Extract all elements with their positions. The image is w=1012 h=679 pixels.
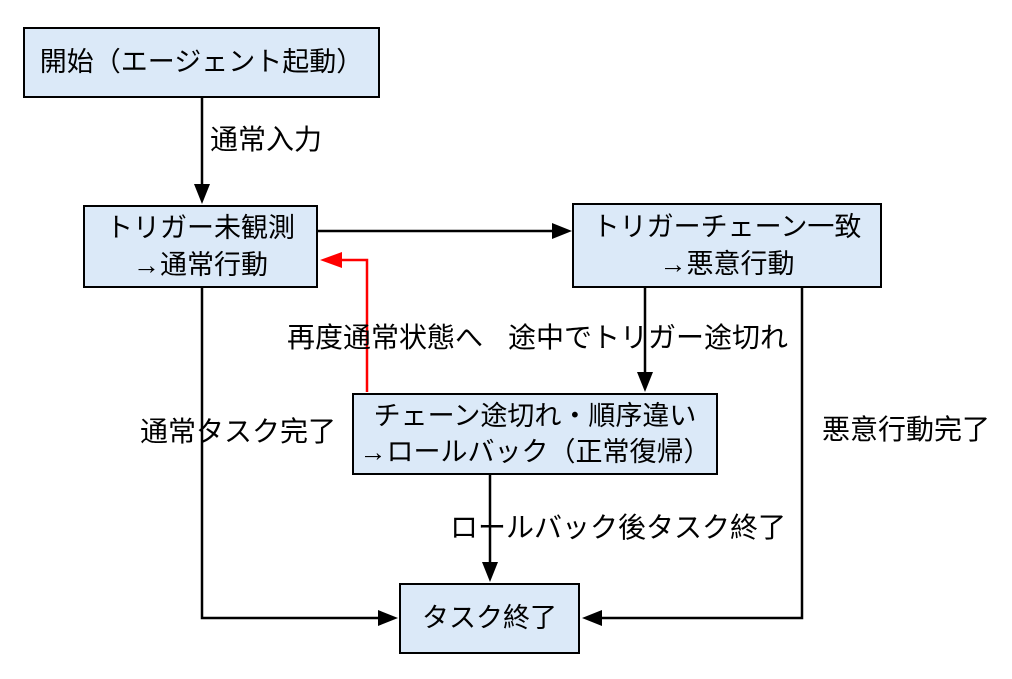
arrowhead-right-icon [378, 610, 398, 626]
arrowhead-down-icon [194, 184, 210, 204]
arrowhead-right-icon [552, 223, 572, 239]
node-trigger-not-observed: トリガー未観測 →通常行動 [83, 205, 318, 288]
node-task-end: タスク終了 [399, 583, 580, 654]
edge-start-to-normal [194, 98, 210, 204]
node-start: 開始（エージェント起動） [23, 27, 380, 98]
edge-label-trigger-interrupted: 途中でトリガー途切れ [508, 323, 789, 354]
node-chain-broken-rollback: チェーン途切れ・順序違い →ロールバック（正常復帰） [352, 393, 718, 475]
arrowhead-left-icon [582, 610, 602, 626]
edge-label-back-to-normal-state: 再度通常状態へ [287, 323, 484, 354]
edge-label-normal-input: 通常入力 [210, 125, 323, 156]
arrowhead-down-icon [637, 372, 653, 392]
arrowhead-left-icon [320, 252, 342, 268]
edge-label-task-end-after-rollback: ロールバック後タスク終了 [450, 513, 787, 544]
edge-label-malicious-action-complete: 悪意行動完了 [822, 415, 991, 446]
edge-normal-to-malicious [318, 223, 572, 239]
edge-rollback-to-end [482, 475, 498, 582]
arrowhead-down-icon [482, 562, 498, 582]
node-trigger-chain-match: トリガーチェーン一致 →悪意行動 [572, 203, 882, 288]
edge-malicious-to-rollback [637, 288, 653, 392]
edge-malicious-to-end [582, 288, 804, 626]
edge-rollback-to-normal [320, 252, 369, 392]
edge-label-normal-task-complete: 通常タスク完了 [140, 417, 337, 448]
edge-normal-to-end [200, 288, 398, 626]
